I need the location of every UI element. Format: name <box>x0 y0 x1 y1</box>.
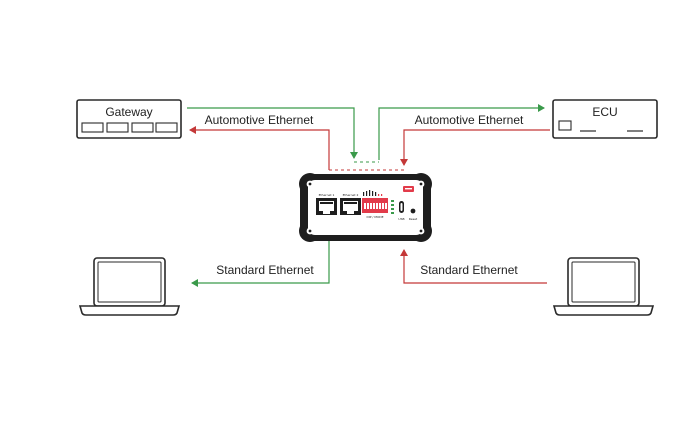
ecu-label: ECU <box>592 105 617 119</box>
port-2-label: Ethernet 2 <box>343 193 359 197</box>
standard-ethernet-left-label: Standard Ethernet <box>216 263 314 277</box>
gateway-port <box>106 122 129 133</box>
status-leds <box>391 200 394 214</box>
port-1-label: Ethernet 1 <box>319 193 335 197</box>
automotive-ethernet-right-label: Automotive Ethernet <box>415 113 524 127</box>
gateway-port <box>81 122 104 133</box>
automotive-ethernet-left-label: Automotive Ethernet <box>205 113 314 127</box>
ethernet-port-2: Ethernet 2 <box>340 193 361 215</box>
ethernet-port-1: Ethernet 1 <box>316 193 337 215</box>
laptop-left-icon <box>78 257 181 316</box>
standard-ethernet-right-label: Standard Ethernet <box>420 263 518 277</box>
link-device-to-ecu <box>378 104 545 160</box>
gateway-label: Gateway <box>105 105 152 119</box>
usb-port: USB <box>398 201 405 221</box>
reset-label: Reset <box>409 217 418 221</box>
dip-switch-block: DIP / MODE <box>362 198 388 219</box>
ecu-box: ECU <box>552 99 658 139</box>
indicator-ticks <box>363 190 383 196</box>
gateway-box: Gateway <box>76 99 182 139</box>
reset-button: Reset <box>409 208 418 221</box>
usb-label: USB <box>398 217 404 221</box>
gateway-port <box>155 122 178 133</box>
link-ecu-to-device <box>400 129 550 166</box>
media-converter-device: Ethernet 1 Ethernet 2 DIP / MODE <box>299 173 432 242</box>
link-device-to-laptop <box>191 240 330 287</box>
dip-label: DIP / MODE <box>366 215 383 219</box>
link-device-to-gateway <box>189 126 330 170</box>
brand-logo-icon <box>403 186 414 192</box>
laptop-right-icon <box>552 257 655 316</box>
link-gateway-to-device <box>187 107 358 159</box>
gateway-port <box>131 122 154 133</box>
link-laptop-to-device <box>400 249 547 284</box>
ecu-port <box>558 120 572 131</box>
